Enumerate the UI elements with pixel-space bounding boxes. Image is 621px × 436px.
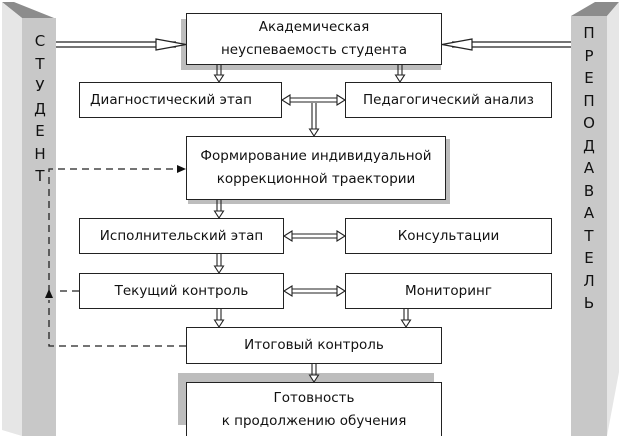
- teacher-letter: Р: [584, 46, 594, 65]
- pedagogical-analysis-label: Педагогический анализ: [363, 91, 534, 108]
- execution-to-current-control-arrow: [213, 254, 225, 275]
- student-letter: С: [34, 32, 46, 50]
- correction-trajectory-line1: Формирование индивидуальной: [200, 148, 432, 164]
- teacher-letter: Т: [584, 226, 594, 245]
- failure-to-analysis-arrow: [394, 65, 406, 84]
- student-to-failure-arrow: [56, 38, 187, 51]
- teacher-letter: Д: [583, 136, 595, 155]
- teacher-letter: Ь: [583, 294, 595, 312]
- student-pillar-top: [2, 2, 54, 18]
- pedagogical-analysis-box: Педагогический анализ: [345, 82, 552, 118]
- teacher-pillar-front: [571, 16, 607, 436]
- final-to-readiness-arrow: [308, 364, 320, 384]
- correction-trajectory-line2: коррекционной траектории: [216, 171, 416, 187]
- consultations-label: Консультации: [397, 227, 500, 244]
- academic-failure-box: Академическая неуспеваемость студента: [186, 13, 442, 65]
- current-control-monitoring-link: [282, 285, 347, 297]
- current-control-to-final-arrow: [213, 309, 225, 329]
- final-control-feedback-line: [48, 300, 186, 347]
- student-label: С Т У Д Е Н Т: [26, 30, 54, 188]
- trajectory-to-execution-arrow: [213, 200, 225, 220]
- academic-failure-line1: Академическая: [258, 19, 370, 35]
- execution-stage-label: Исполнительский этап: [99, 227, 264, 244]
- teacher-pillar-top: [571, 2, 619, 16]
- teacher-pillar-side: [607, 2, 619, 436]
- teacher-letter: Е: [584, 69, 594, 87]
- feedback-arrowhead-right: [177, 165, 186, 173]
- diagnostic-stage-box: Диагностический этап: [79, 82, 282, 118]
- academic-failure-line2: неуспеваемость студента: [220, 42, 408, 58]
- teacher-letter: П: [583, 24, 595, 42]
- execution-stage-box: Исполнительский этап: [79, 218, 284, 254]
- teacher-letter: Л: [583, 271, 595, 290]
- trajectory-feedback-line: [48, 168, 180, 292]
- student-letter: Т: [35, 54, 45, 73]
- teacher-label: П Р Е П О Д А В А Т Е Л Ь: [571, 22, 607, 315]
- student-letter: Т: [35, 167, 45, 185]
- student-pillar-side: [2, 2, 22, 436]
- student-letter: У: [35, 77, 45, 95]
- student-letter: Н: [34, 144, 46, 163]
- readiness-line2: к продолжению обучения: [221, 412, 407, 429]
- student-letter: Д: [34, 99, 46, 118]
- stages-to-trajectory-arrow: [308, 103, 320, 138]
- student-letter: Е: [35, 122, 45, 140]
- diagnostic-analysis-link: [280, 94, 347, 106]
- monitoring-box: Мониторинг: [345, 273, 552, 309]
- diagnostic-stage-label: Диагностический этап: [90, 91, 252, 108]
- correction-trajectory-box: Формирование индивидуальной коррекционно…: [186, 136, 446, 200]
- readiness-line1: Готовность: [273, 389, 355, 406]
- student-pillar: [2, 2, 56, 436]
- teacher-pillar: [571, 2, 619, 436]
- teacher-letter: П: [583, 91, 595, 110]
- student-pillar-front: [22, 18, 56, 436]
- consultations-box: Консультации: [345, 218, 552, 254]
- final-control-label: Итоговый контроль: [244, 337, 384, 353]
- feedback-dashed-lines: [48, 168, 186, 347]
- teacher-to-failure-arrow: [441, 38, 571, 51]
- current-control-label: Текущий контроль: [114, 282, 249, 299]
- monitoring-to-final-arrow: [400, 309, 412, 329]
- execution-consultations-link: [282, 230, 347, 242]
- teacher-letter: В: [583, 181, 595, 200]
- failure-to-diagnostic-arrow: [213, 65, 225, 84]
- teacher-letter: О: [583, 114, 595, 132]
- feedback-arrowhead-up: [45, 289, 53, 298]
- readiness-box: Готовность к продолжению обучения: [186, 382, 442, 436]
- teacher-letter: А: [583, 159, 595, 177]
- teacher-letter: Е: [584, 249, 594, 267]
- monitoring-label: Мониторинг: [405, 282, 492, 299]
- teacher-letter: А: [583, 204, 595, 222]
- final-control-box: Итоговый контроль: [186, 327, 442, 364]
